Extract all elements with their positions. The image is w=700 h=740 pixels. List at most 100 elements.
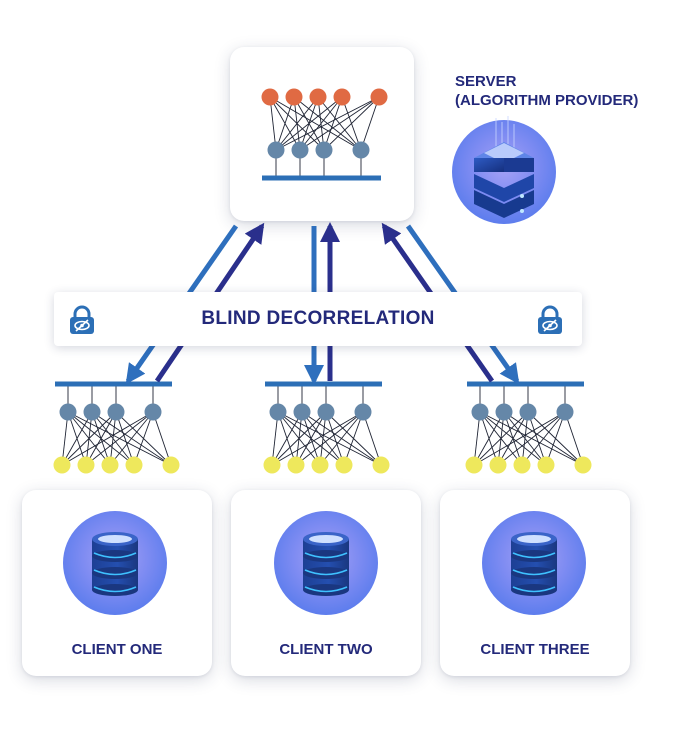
connection-line [360,96,380,151]
server-stack-icon [452,116,556,224]
server-neural-network [261,88,388,181]
connection-line [479,411,547,466]
client-one-label: CLIENT ONE [71,641,163,658]
layer-bar [262,175,381,181]
node [291,141,309,159]
connection-line [275,96,380,151]
node [59,403,77,421]
node [315,141,333,159]
connection-line [269,96,277,151]
node [144,403,162,421]
db-glow-line [512,552,556,559]
connection-line [277,411,297,466]
db-segment-bottom [303,584,349,596]
db-glow-line [93,586,137,593]
node [519,403,537,421]
connection-line [479,411,584,466]
connection-line [61,411,69,466]
connection-line [91,411,172,466]
db-glow-line [93,569,137,576]
connection-line [325,411,345,466]
client-three-label: CLIENT THREE [480,641,590,658]
connection-line [299,96,343,151]
db-glow-line [512,569,556,576]
db-top-highlight [98,535,132,543]
server-label: SERVER (ALGORITHM PROVIDER) [455,72,638,110]
node [352,141,370,159]
client-two-label: CLIENT TWO [279,641,373,658]
connection-line [152,411,172,466]
connection-line [323,96,380,151]
connection-line [323,96,343,151]
client-three-database-icon [482,511,586,615]
db-segment-bottom [92,567,138,579]
db-glow-line [304,569,348,576]
db-top-highlight [309,535,343,543]
db-segment-bottom [303,550,349,562]
db-glow-line [304,552,348,559]
client-two-neural-network [263,381,390,474]
connection-line [527,411,584,466]
connection-line [275,96,295,151]
connection-line [275,96,343,151]
node [77,456,95,474]
connection-line [275,96,319,151]
layer-bar [55,381,172,387]
connection-line [277,411,345,466]
node [101,456,119,474]
connection-line [479,411,523,466]
node [263,456,281,474]
db-glow-line [93,552,137,559]
client-one-database-icon [63,511,167,615]
connection-line [67,411,172,466]
client-one-neural-network [53,381,180,474]
node [107,403,125,421]
node [465,456,483,474]
node [495,403,513,421]
node [333,88,351,106]
node [372,456,390,474]
layer-bar [467,381,584,387]
node [574,456,592,474]
node [471,403,489,421]
connection-line [503,411,547,466]
node [309,88,327,106]
node [335,456,353,474]
node [556,403,574,421]
connection-line [67,411,111,466]
db-segment-bottom [303,567,349,579]
connection-line [61,411,154,466]
node [83,403,101,421]
connection-line [299,96,380,151]
node [125,456,143,474]
node [489,456,507,474]
layer-bar [265,381,382,387]
server-title: SERVER [455,73,517,90]
node [311,456,329,474]
node [513,456,531,474]
node [162,456,180,474]
node [261,88,279,106]
connection-line [301,411,382,466]
connection-line [564,411,584,466]
connection-line [67,411,135,466]
connection-line [67,411,87,466]
db-top-highlight [517,535,551,543]
db-segment-bottom [92,584,138,596]
connection-line [277,411,321,466]
node [537,456,555,474]
connection-line [473,411,566,466]
db-segment-bottom [92,550,138,562]
node [285,88,303,106]
db-segment-bottom [511,584,557,596]
connection-line [91,411,135,466]
node [269,403,287,421]
connection-line [325,411,382,466]
node [53,456,71,474]
client-three-neural-network [465,381,592,474]
server-subtitle: (ALGORITHM PROVIDER) [455,92,639,109]
banner-label: BLIND DECORRELATION [201,308,435,329]
connection-line [503,411,584,466]
